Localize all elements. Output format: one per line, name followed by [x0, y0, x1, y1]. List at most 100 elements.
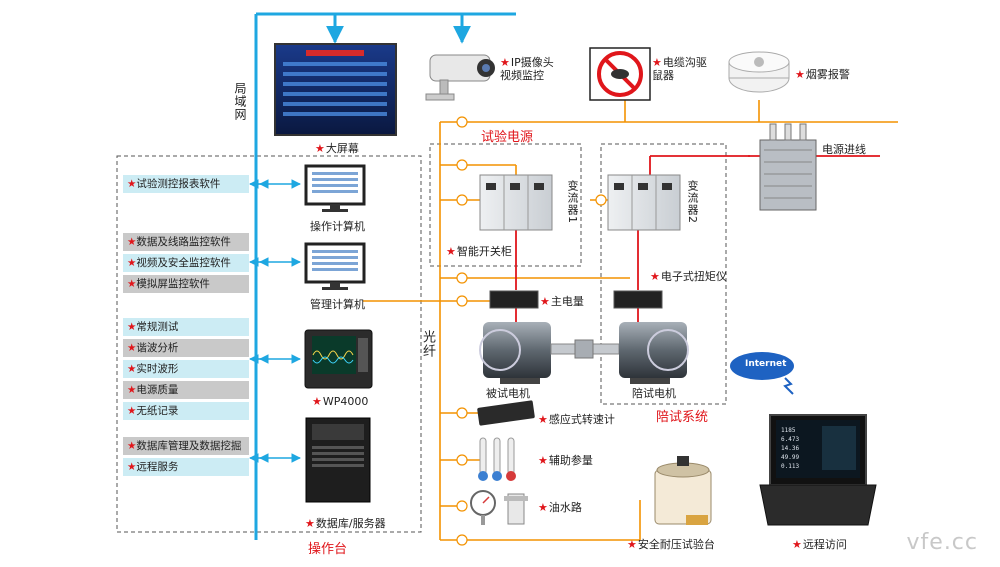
converter1-cabinet-icon [479, 174, 553, 231]
star-icon: ★ [127, 384, 137, 396]
main-meter-label: 主电量 [540, 293, 584, 309]
motor-under-test-icon [479, 322, 551, 384]
star-icon: ★ [127, 461, 137, 473]
software-item-label: 谐波分析 [136, 342, 179, 354]
mgmt-pc-label: 管理计算机 [310, 298, 365, 311]
lan-arrows [249, 179, 301, 463]
speed-label: 感应式转速计 [538, 411, 615, 427]
svg-text:0.113: 0.113 [781, 463, 799, 470]
op-pc-label: 操作计算机 [310, 220, 365, 233]
op-pc-icon [304, 164, 366, 212]
software-item-label: 数据库管理及数据挖掘 [136, 440, 242, 452]
software-group-2: ★数据及线路监控软件★视频及安全监控软件★模拟屏监控软件 [123, 233, 249, 296]
software-item: ★无纸记录 [123, 402, 249, 420]
star-icon: ★ [127, 405, 137, 417]
star-icon: ★ [127, 178, 137, 190]
wp4000-icon [304, 329, 373, 389]
software-item-label: 模拟屏监控软件 [136, 278, 210, 290]
lan-bus [254, 12, 516, 540]
console-dashed-box [116, 155, 422, 533]
torque-meter-icon [613, 290, 663, 309]
internet-label: Internet [745, 359, 787, 369]
svg-text:6.473: 6.473 [781, 436, 799, 443]
software-group-3: ★常规测试★谐波分析★实时波形★电源质量★无纸记录 [123, 318, 249, 423]
fiber-label: 光纤 [420, 330, 435, 358]
software-item: ★谐波分析 [123, 339, 249, 357]
thermometers-icon [478, 437, 516, 481]
star-icon: ★ [127, 236, 137, 248]
converter1-label: 变流器1 [566, 180, 579, 224]
power-lines [363, 100, 898, 541]
software-item-label: 试验测控报表软件 [136, 178, 221, 190]
internet-cloud-icon [730, 352, 794, 395]
no-rodent-icon [589, 47, 651, 101]
motor-acc-label: 陪试电机 [632, 387, 676, 400]
star-icon: ★ [127, 363, 137, 375]
connector-symbols [456, 116, 607, 546]
star-icon: ★ [127, 321, 137, 333]
software-item: ★试验测控报表软件 [123, 175, 249, 193]
aux-label: 辅助参量 [538, 452, 593, 468]
converter2-cabinet-icon [607, 174, 681, 231]
oil-label: 油水路 [538, 499, 582, 515]
software-item: ★远程服务 [123, 458, 249, 476]
remote-label: 远程访问 [792, 536, 847, 552]
laptop-icon: 1185 6.473 14.36 49.99 0.113 [759, 414, 877, 526]
software-group-4: ★数据库管理及数据挖掘★远程服务 [123, 437, 249, 479]
bigscreen-label: 大屏幕 [315, 140, 359, 156]
software-item: ★实时波形 [123, 360, 249, 378]
smoke-label: 烟雾报警 [795, 66, 850, 82]
main-meter-icon [489, 290, 539, 309]
star-icon: ★ [127, 342, 137, 354]
hv-test-unit-icon [654, 456, 712, 525]
software-item-label: 常规测试 [136, 321, 179, 333]
pressure-gauge-icon [470, 490, 496, 525]
console-label: 操作台 [308, 542, 348, 557]
wp4000-label: WP4000 [312, 395, 369, 408]
software-group-1: ★试验测控报表软件 [123, 175, 249, 196]
ipcam-label: IP摄像头 视频监控 [500, 56, 554, 82]
big-screen-icon [274, 43, 397, 136]
software-item-label: 远程服务 [136, 461, 179, 473]
transformer-icon [759, 123, 817, 211]
test-power-label: 试验电源 [481, 130, 534, 145]
software-item: ★数据及线路监控软件 [123, 233, 249, 251]
converter2-label: 变流器2 [686, 180, 699, 224]
speed-sensor-icon [477, 400, 535, 426]
db-server-label: 数据库/服务器 [305, 515, 386, 531]
star-icon: ★ [127, 440, 137, 452]
star-icon: ★ [127, 257, 137, 269]
software-item-label: 实时波形 [136, 363, 179, 375]
software-item-label: 电源质量 [136, 384, 179, 396]
software-item: ★电源质量 [123, 381, 249, 399]
svg-text:49.99: 49.99 [781, 454, 799, 461]
software-item: ★模拟屏监控软件 [123, 275, 249, 293]
software-item-label: 数据及线路监控软件 [136, 236, 231, 248]
cabinet-dashed-box [429, 143, 582, 267]
motor-accompany-icon [619, 322, 689, 384]
svg-text:14.36: 14.36 [781, 445, 799, 452]
server-icon [305, 417, 371, 503]
torque-label: 电子式扭矩仪 [650, 268, 727, 284]
star-icon: ★ [127, 278, 137, 290]
flow-meter-icon [504, 493, 528, 525]
software-item-label: 视频及安全监控软件 [136, 257, 231, 269]
lan-label: 局域网 [233, 82, 247, 121]
ip-camera-icon [425, 54, 495, 101]
software-item: ★视频及安全监控软件 [123, 254, 249, 272]
mgmt-pc-icon [304, 242, 366, 290]
software-item: ★数据库管理及数据挖掘 [123, 437, 249, 455]
watermark: vfe.cc [906, 530, 978, 555]
svg-text:1185: 1185 [781, 427, 796, 434]
hv-test-label: 安全耐压试验台 [627, 536, 715, 552]
software-item: ★常规测试 [123, 318, 249, 336]
acc-system-label: 陪试系统 [656, 410, 709, 425]
power-in-label: 电源进线 [822, 143, 866, 156]
software-item-label: 无纸记录 [136, 405, 179, 417]
smoke-detector-icon [728, 51, 790, 93]
coupling-shaft-icon [550, 339, 620, 359]
rodent-label: 电缆沟驱 鼠器 [652, 56, 707, 82]
smart-cabinet-label: 智能开关柜 [446, 243, 512, 259]
